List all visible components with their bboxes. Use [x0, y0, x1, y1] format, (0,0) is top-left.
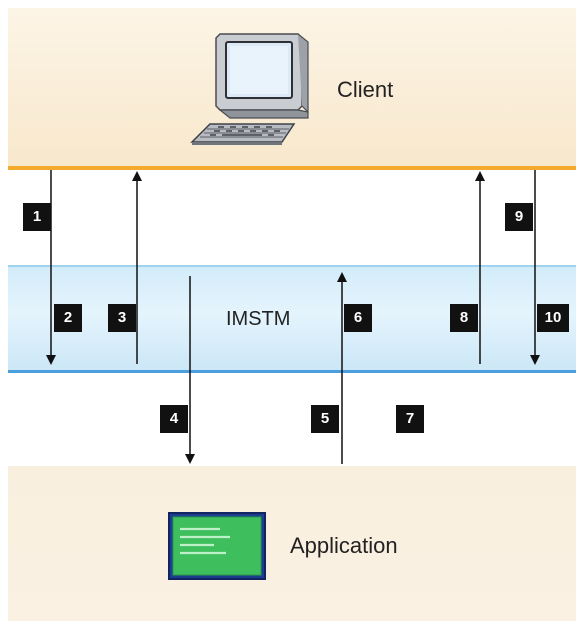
imstm-band: [8, 265, 576, 373]
application-window-icon: [168, 512, 266, 580]
step-badge-8: 8: [450, 304, 478, 332]
imstm-label: IMSTM: [226, 308, 291, 330]
step-badge-6: 6: [344, 304, 372, 332]
step-badge-9: 9: [505, 203, 533, 231]
step-badge-2: 2: [54, 304, 82, 332]
desktop-computer-icon: [190, 33, 309, 145]
step-badge-1: 1: [23, 203, 51, 231]
application-band: [8, 466, 576, 621]
step-badge-4: 4: [160, 405, 188, 433]
client-label: Client: [337, 77, 394, 102]
step-badge-3: 3: [108, 304, 136, 332]
step-badge-7: 7: [396, 405, 424, 433]
application-label: Application: [290, 533, 398, 558]
step-badge-5: 5: [311, 405, 339, 433]
step-badge-10: 10: [537, 304, 569, 332]
